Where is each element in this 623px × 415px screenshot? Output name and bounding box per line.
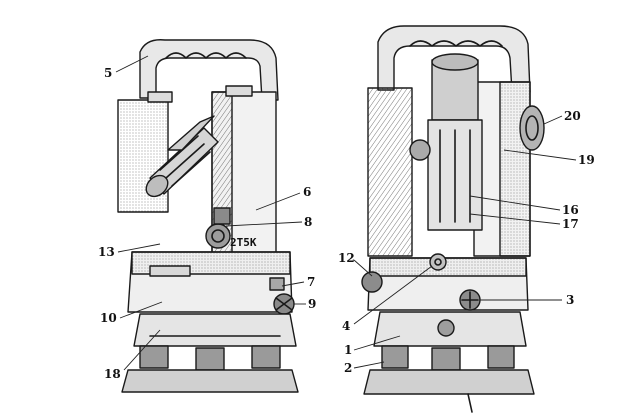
leader-lines — [115, 55, 577, 371]
callout-3: 3 — [566, 293, 574, 307]
callout-16: 16 — [562, 203, 579, 217]
left-theodolite: 2T5K — [117, 39, 299, 393]
right-standard-left — [367, 87, 413, 257]
right-footscrew-b — [431, 347, 461, 371]
left-engraving: 2T5K — [230, 236, 257, 249]
left-telescope — [145, 115, 219, 198]
right-bubble-4 — [429, 253, 447, 271]
callout-labels: 5 6 8 13 7 9 10 18 20 19 16 17 12 3 4 1 … — [98, 66, 595, 381]
right-baseplate — [363, 369, 535, 395]
callout-4: 4 — [342, 319, 350, 333]
right-footscrew-c — [487, 345, 515, 369]
left-handle — [139, 39, 279, 101]
callout-10: 10 — [100, 311, 117, 325]
callout-13: 13 — [98, 245, 115, 259]
callout-18: 18 — [104, 367, 121, 381]
callout-8: 8 — [304, 215, 312, 229]
callout-7: 7 — [307, 275, 315, 289]
left-footscrew-a — [139, 345, 169, 369]
callout-17: 17 — [562, 217, 579, 231]
right-theodolite — [361, 25, 545, 413]
left-tribrach — [133, 313, 297, 347]
callout-5: 5 — [104, 66, 112, 80]
callout-6: 6 — [303, 185, 311, 199]
left-footscrew-b — [195, 347, 225, 371]
left-baseplate — [121, 369, 299, 393]
right-footscrew-a — [381, 345, 409, 369]
callout-2: 2 — [344, 361, 352, 375]
callout-20: 20 — [564, 109, 581, 123]
left-knob-8 — [205, 223, 231, 249]
callout-19: 19 — [578, 153, 595, 167]
right-disc-20 — [519, 105, 545, 151]
callout-1: 1 — [344, 343, 352, 357]
callout-9: 9 — [308, 297, 316, 311]
right-telescope — [409, 53, 483, 231]
left-footscrew-c — [251, 345, 281, 369]
callout-12: 12 — [338, 251, 355, 265]
right-knob-12 — [361, 271, 383, 293]
